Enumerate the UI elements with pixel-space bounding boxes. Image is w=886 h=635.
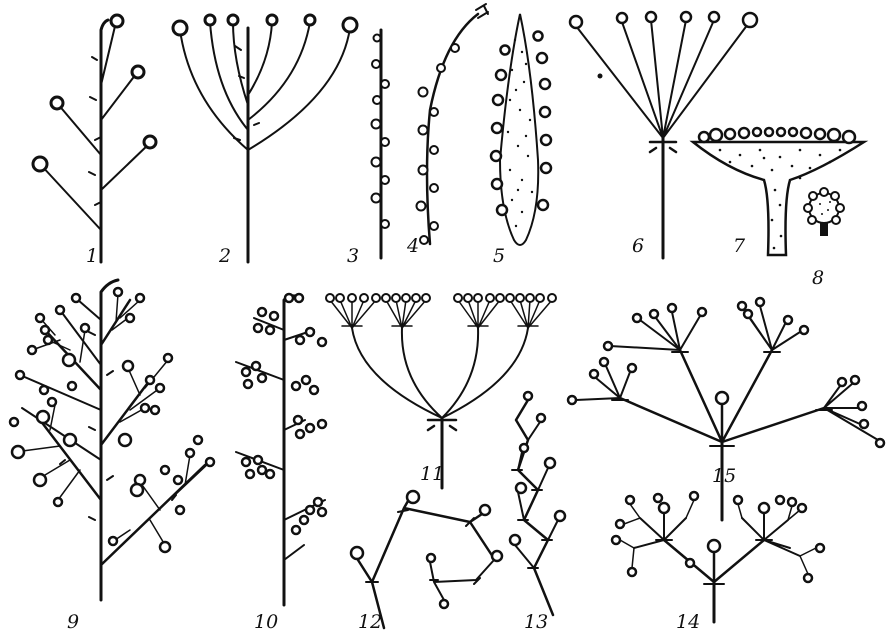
label-3: 3 xyxy=(347,245,359,267)
label-15: 15 xyxy=(712,465,736,487)
label-2: 2 xyxy=(218,245,231,267)
diagram-14-dichasium: 14 xyxy=(610,490,826,633)
diagram-13-monochasial-cyme: 13 xyxy=(508,390,567,633)
label-1: 1 xyxy=(86,245,98,267)
diagram-9-panicle: 9 xyxy=(8,278,216,633)
diagram-1-raceme: 1 xyxy=(31,13,158,267)
label-6: 6 xyxy=(632,235,644,257)
label-9: 9 xyxy=(67,611,79,633)
label-14: 14 xyxy=(676,611,700,633)
diagram-12-cymes: 12 xyxy=(349,489,504,633)
label-4: 4 xyxy=(406,235,419,257)
diagram-7-capitulum: 7 xyxy=(689,126,869,257)
label-7: 7 xyxy=(733,235,746,257)
diagram-5-spadix: 5 xyxy=(489,13,553,267)
label-5: 5 xyxy=(493,245,505,267)
diagram-6-umbel: 6 xyxy=(568,10,759,260)
label-12: 12 xyxy=(358,611,382,633)
label-10: 10 xyxy=(254,611,278,633)
diagram-8-small-head: 8 xyxy=(803,187,845,289)
label-11: 11 xyxy=(420,463,444,485)
label-13: 13 xyxy=(524,611,548,633)
diagram-15-pleiochasium: 15 xyxy=(566,296,886,522)
diagram-11-compound-umbel: 11 xyxy=(325,293,557,490)
diagram-2-corymb: 2 xyxy=(171,13,359,267)
diagram-10-compound-spike: 10 xyxy=(235,292,328,633)
diagram-3-spike: 3 xyxy=(347,28,390,267)
diagram-4-catkin: 4 xyxy=(406,3,489,257)
label-8: 8 xyxy=(812,267,824,289)
